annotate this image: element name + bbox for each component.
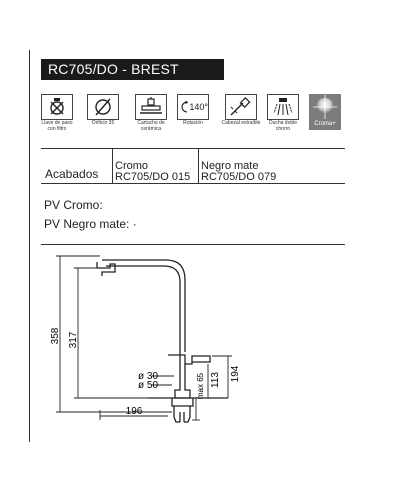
feature-label: Orificio 35 <box>91 120 115 126</box>
rotation-degree: 140° <box>189 102 208 112</box>
feature-icons-row: Llave de paso con filtro Orificio 35 Car… <box>41 94 345 138</box>
finishes-table: Acabados Cromo RC705/DO 015 Negro mate R… <box>41 148 345 184</box>
feature-item: 140° Rotación <box>177 94 211 127</box>
feature-label: Rotación <box>183 120 203 126</box>
dim-max-thickness: max 65 <box>196 372 205 399</box>
finish-option: Negro mate RC705/DO 079 <box>198 149 346 183</box>
feature-label: Ducha doble chorro <box>268 120 298 132</box>
feature-label: Cartucho de cerámica <box>137 120 165 132</box>
diameter-icon <box>87 94 119 120</box>
section-divider <box>41 244 345 245</box>
dim-reach: 196 <box>126 406 143 417</box>
finishes-heading: Acabados <box>45 167 99 181</box>
dim-body-height: 113 <box>210 372 221 388</box>
feature-label: Cabezal extraíble <box>221 120 261 126</box>
price-chrome: PV Cromo: <box>44 198 103 212</box>
chrome-plus-icon: Croma+ <box>309 94 341 130</box>
feature-label: Llave de paso con filtro <box>41 120 73 132</box>
dim-total-height: 358 <box>50 327 61 344</box>
finish-code: RC705/DO 079 <box>201 171 277 183</box>
price-black-matte: PV Negro mate: · <box>44 217 137 231</box>
dim-base-diameter: ø 50 <box>138 380 158 391</box>
finishes-heading-cell: Acabados <box>41 149 112 183</box>
price-label: PV Cromo: <box>44 198 103 212</box>
double-spray-shower-icon <box>267 94 299 120</box>
chrome-plus-label: Croma+ <box>314 121 336 127</box>
feature-item: Cabezal extraíble <box>222 94 260 127</box>
dim-hole-diameter: ø 30 <box>138 371 158 382</box>
dim-under-spout: 194 <box>230 365 241 382</box>
ceramic-cartridge-icon <box>135 94 167 120</box>
technical-drawing: 358 317 194 113 max 65 ø 30 ø 50 196 <box>50 255 241 423</box>
feature-item: Orificio 35 <box>87 94 121 127</box>
finish-name: Negro mate <box>201 160 259 172</box>
finish-option: Cromo RC705/DO 015 <box>112 149 199 183</box>
product-title: RC705/DO - BREST <box>41 59 224 80</box>
water-saving-icon <box>41 94 73 120</box>
feature-item: Croma+ <box>309 94 343 130</box>
dim-spout-height: 317 <box>68 331 79 348</box>
left-margin-rule <box>29 50 30 442</box>
feature-item: Llave de paso con filtro <box>41 94 75 132</box>
pull-out-hose-icon <box>225 94 257 120</box>
finish-name: Cromo <box>115 160 149 172</box>
price-value: · <box>132 217 137 231</box>
rotation-icon: 140° <box>177 94 209 120</box>
finish-code: RC705/DO 015 <box>115 171 191 183</box>
feature-item: Ducha doble chorro <box>267 94 301 132</box>
price-label: PV Negro mate: <box>44 217 130 231</box>
feature-item: Cartucho de cerámica <box>135 94 169 132</box>
